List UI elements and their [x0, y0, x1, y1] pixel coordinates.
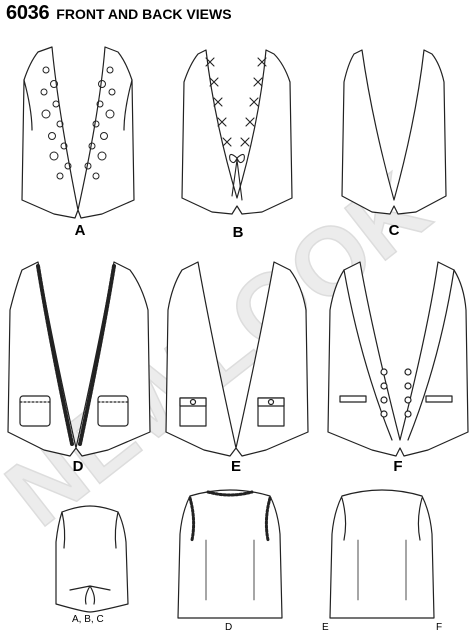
- vest-d-trim-right: [78, 264, 116, 446]
- view-label-c: C: [388, 222, 400, 239]
- vest-f-inner-line-left: [343, 269, 393, 441]
- back-abc-outline: [55, 505, 129, 613]
- vest-d-pocket-right: [97, 395, 129, 427]
- header-title: FRONT AND BACK VIEWS: [56, 6, 232, 22]
- view-label-f: F: [393, 458, 403, 475]
- back-d-armhole-right: [264, 496, 272, 542]
- vest-e-button-left: [189, 398, 197, 406]
- vest-a: [21, 46, 135, 219]
- view-label-a: A: [74, 222, 86, 239]
- back-view-d: [177, 489, 283, 619]
- vest-f-inner-line-right: [407, 269, 455, 441]
- vest-d-trim-left: [36, 264, 74, 446]
- back-label-d: D: [225, 622, 233, 633]
- vest-a-outline: [21, 46, 135, 219]
- back-d-seam: [205, 539, 255, 601]
- back-view-abc: [55, 505, 129, 613]
- vest-f: [327, 261, 469, 457]
- vest-f-welt-left: [339, 395, 367, 403]
- vest-b: [181, 49, 293, 215]
- back-abc-armhole-left: [61, 511, 66, 549]
- back-label-e: E: [322, 622, 329, 633]
- vest-e-button-right: [267, 398, 275, 406]
- vest-a-armhole-right: [123, 79, 133, 131]
- back-abc-tie: [69, 585, 111, 605]
- view-label-e: E: [230, 458, 241, 475]
- vest-c: [341, 49, 447, 215]
- vest-d-outline: [7, 261, 151, 457]
- header: 6036 FRONT AND BACK VIEWS: [6, 2, 232, 26]
- vest-f-outline: [327, 261, 469, 457]
- vest-e: [165, 261, 309, 457]
- vest-a-armhole-left: [23, 79, 33, 131]
- back-abc-armhole-right: [114, 511, 119, 549]
- view-label-b: B: [232, 224, 244, 241]
- vest-f-buttons: [380, 368, 412, 418]
- vest-a-embellishments: [40, 66, 116, 180]
- back-ef-armhole-right: [417, 497, 423, 541]
- vest-b-outline: [181, 49, 293, 215]
- vest-e-outline: [165, 261, 309, 457]
- back-view-ef: [329, 489, 435, 619]
- vest-f-welt-right: [425, 395, 453, 403]
- pattern-number: 6036: [6, 2, 50, 24]
- view-label-d: D: [72, 458, 84, 475]
- vest-b-lacing: [205, 57, 267, 201]
- vest-d-pocket-left: [19, 395, 51, 427]
- back-d-neck-trim: [206, 490, 254, 497]
- back-ef-outline: [329, 489, 435, 619]
- back-ef-armhole-left: [341, 497, 347, 541]
- back-d-armhole-left: [188, 496, 196, 542]
- vest-c-outline: [341, 49, 447, 215]
- back-label-f: F: [436, 622, 443, 633]
- vest-d: [7, 261, 151, 457]
- back-label-abc: A, B, C: [72, 614, 104, 625]
- back-ef-seam: [357, 539, 407, 601]
